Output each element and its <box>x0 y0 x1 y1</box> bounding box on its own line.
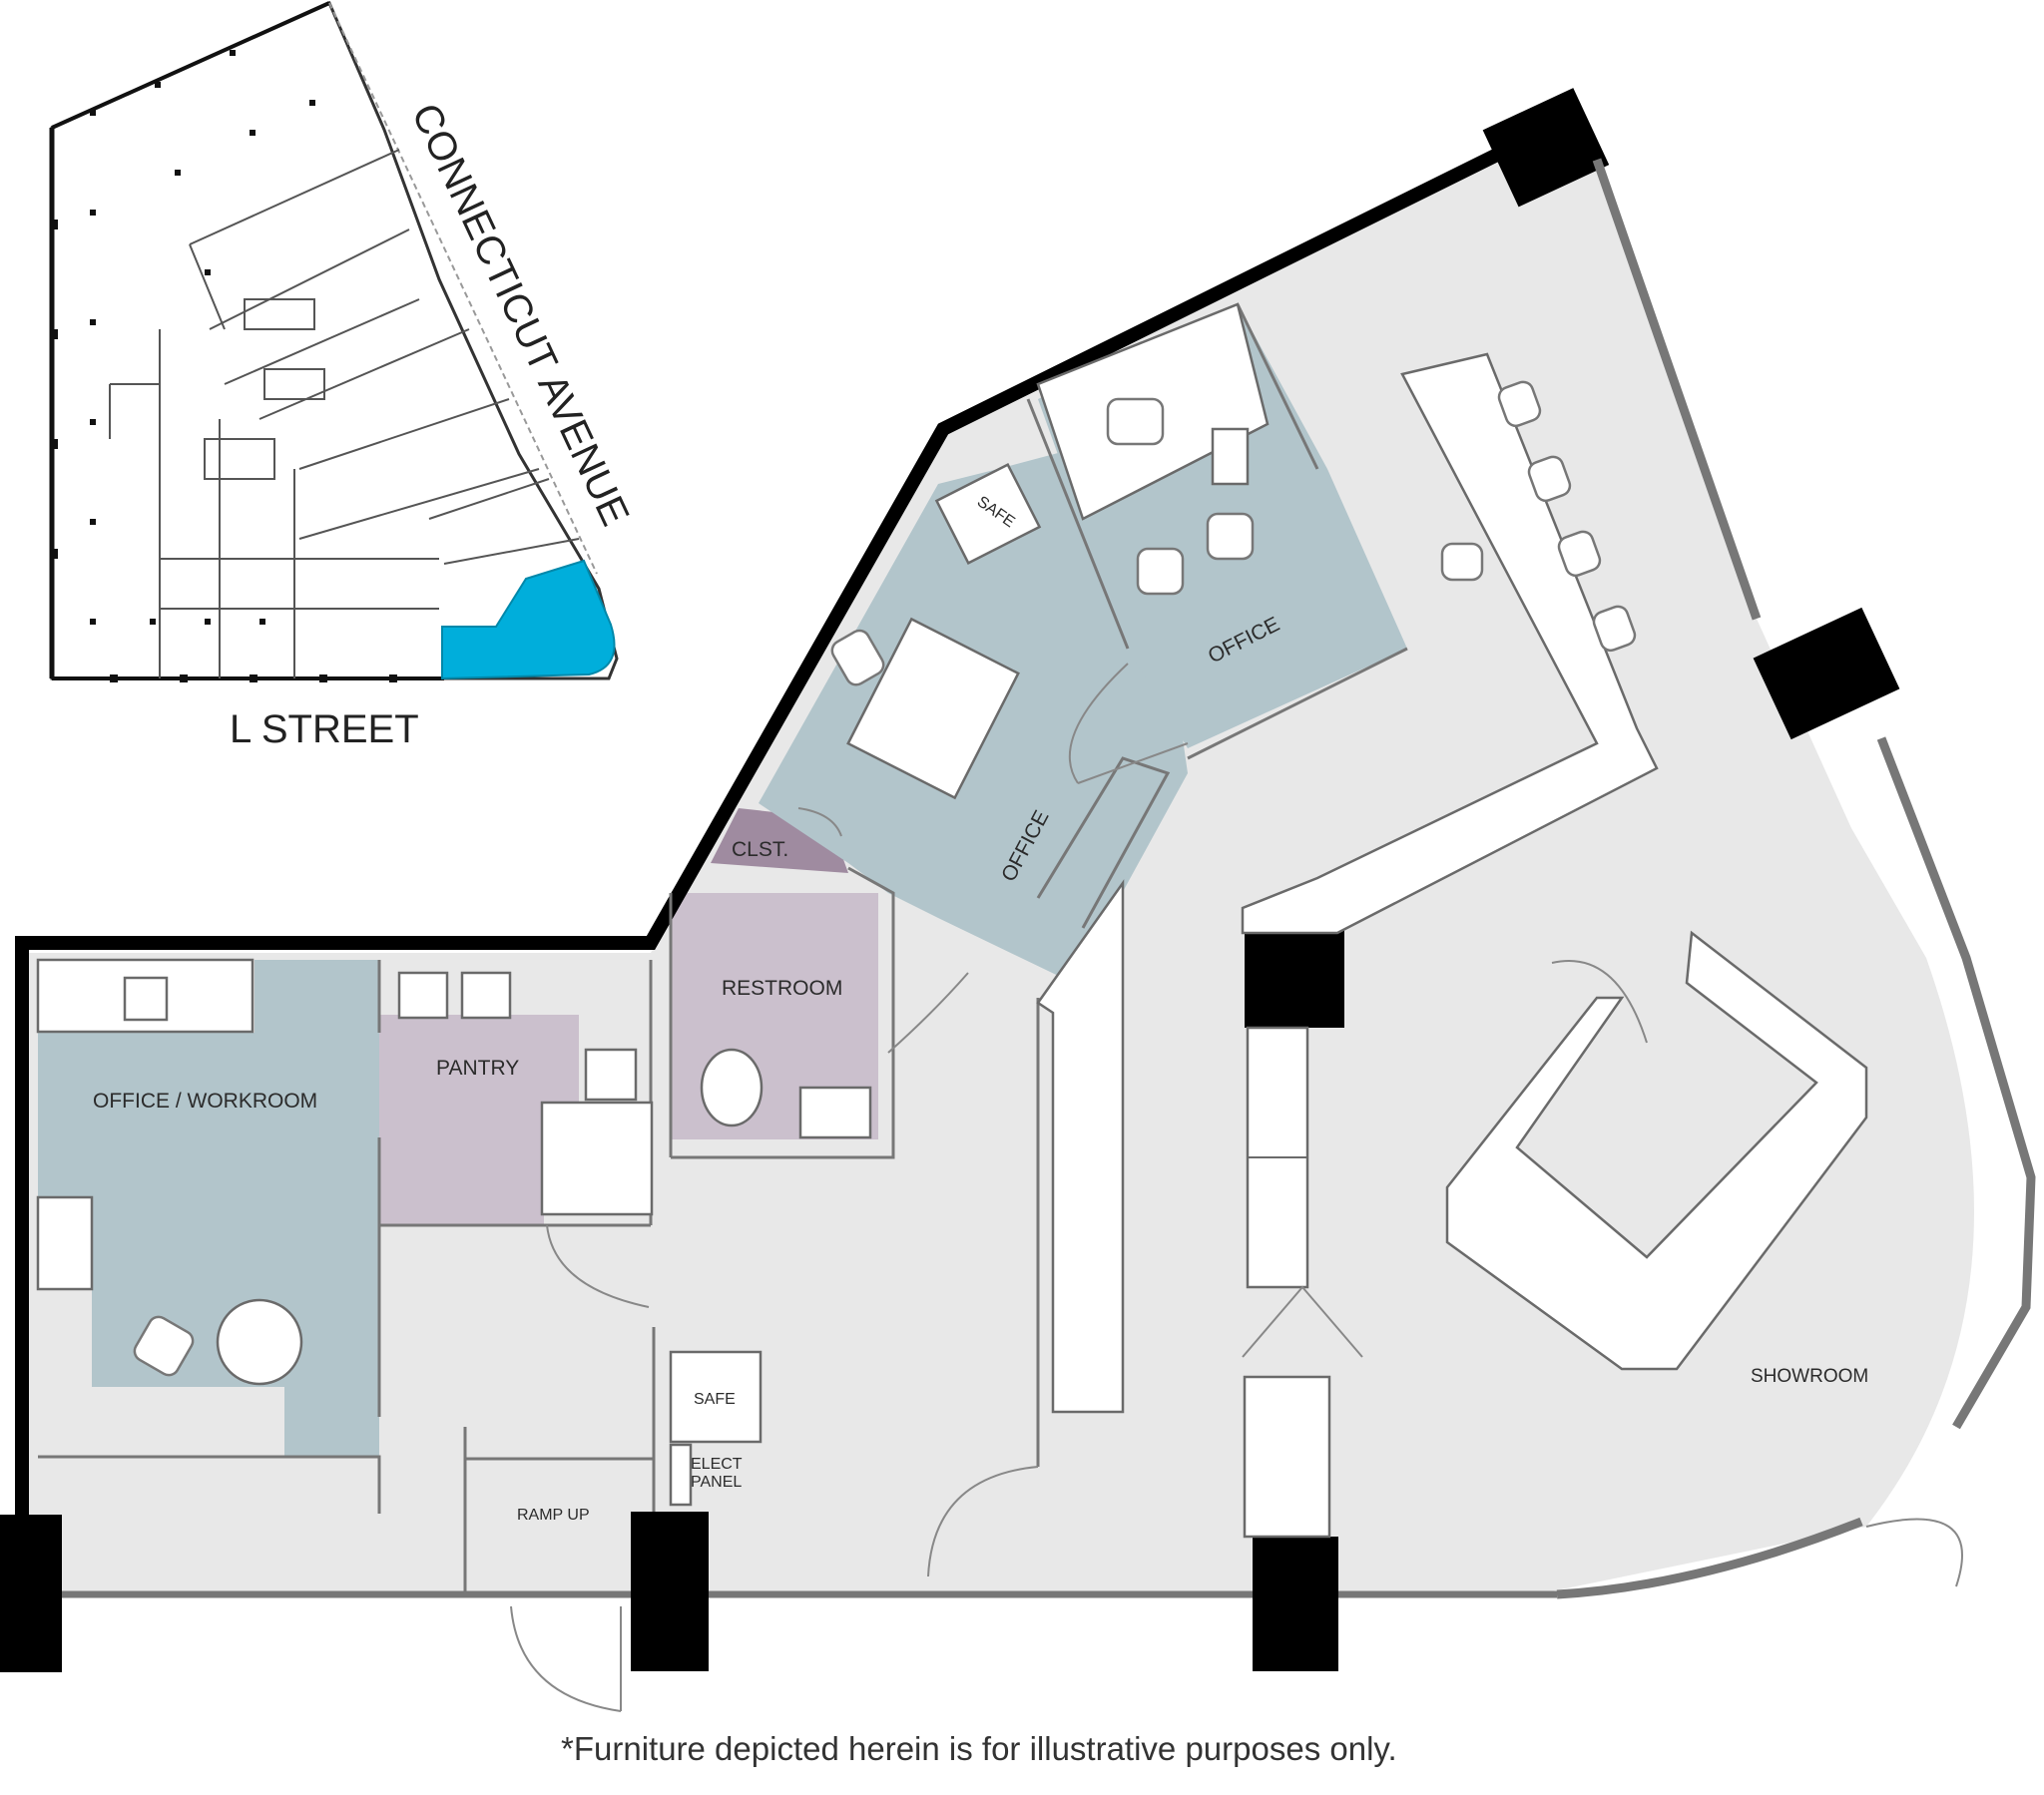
street-label-l-street: L STREET <box>230 707 419 751</box>
column <box>1253 1537 1338 1671</box>
key-plan-highlighted-suite <box>441 559 616 680</box>
room-pantry <box>379 1015 579 1225</box>
label-pantry: PANTRY <box>436 1057 519 1080</box>
footnote: *Furniture depicted herein is for illust… <box>561 1730 1397 1767</box>
label-ramp-up: RAMP UP <box>517 1507 590 1524</box>
label-showroom: SHOWROOM <box>1751 1366 1868 1387</box>
exterior-wall <box>15 148 1501 1542</box>
showroom-display-desk <box>1445 930 1868 1371</box>
label-restroom: RESTROOM <box>722 977 842 1000</box>
desk <box>846 617 1020 800</box>
column <box>1245 930 1344 1028</box>
label-elect-panel-2: PANEL <box>691 1474 742 1491</box>
label-office-workroom: OFFICE / WORKROOM <box>93 1090 317 1113</box>
safe-lower <box>669 1350 763 1444</box>
key-plan: CONNECTICUT AVENUE L STREET <box>49 1 637 751</box>
label-elect-panel-1: ELECT <box>691 1456 743 1473</box>
safe-upper <box>934 462 1042 566</box>
column <box>0 1515 62 1672</box>
column <box>631 1512 709 1671</box>
suite-plan <box>0 88 2036 1712</box>
label-safe-lower: SAFE <box>694 1391 736 1408</box>
label-closet: CLST. <box>732 838 788 861</box>
